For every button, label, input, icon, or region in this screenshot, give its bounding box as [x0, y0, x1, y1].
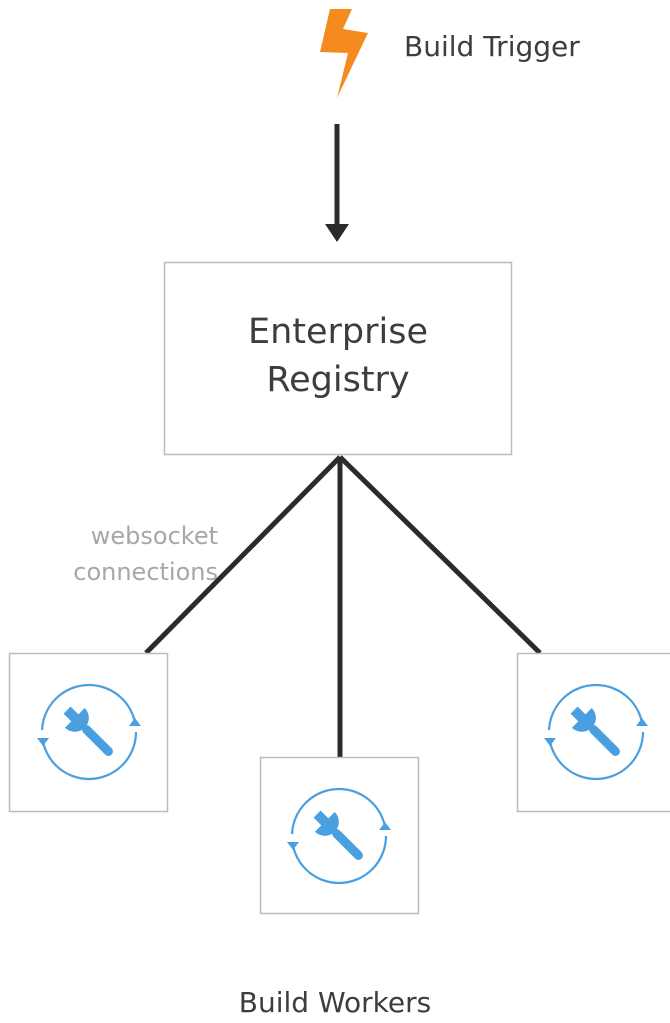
- build-worker-center: [259, 756, 420, 915]
- lightning-bolt-icon: [320, 9, 368, 98]
- connections-label-line1: websocket: [90, 522, 218, 550]
- websocket-connections-label: websocket connections: [18, 518, 218, 590]
- connection-line-left: [144, 455, 342, 655]
- registry-label: Enterprise Registry: [164, 308, 512, 404]
- connections-label-line2: connections: [73, 558, 218, 586]
- build-workers-label: Build Workers: [238, 986, 432, 1019]
- build-worker-left: [8, 652, 169, 813]
- registry-label-line1: Enterprise: [247, 312, 429, 352]
- trigger-arrow-head: [325, 224, 349, 242]
- connection-line-right: [338, 455, 542, 655]
- registry-box: [163, 261, 513, 456]
- build-worker-right: [516, 652, 670, 813]
- build-trigger-label: Build Trigger: [404, 30, 580, 63]
- registry-label-line2: Registry: [266, 360, 410, 400]
